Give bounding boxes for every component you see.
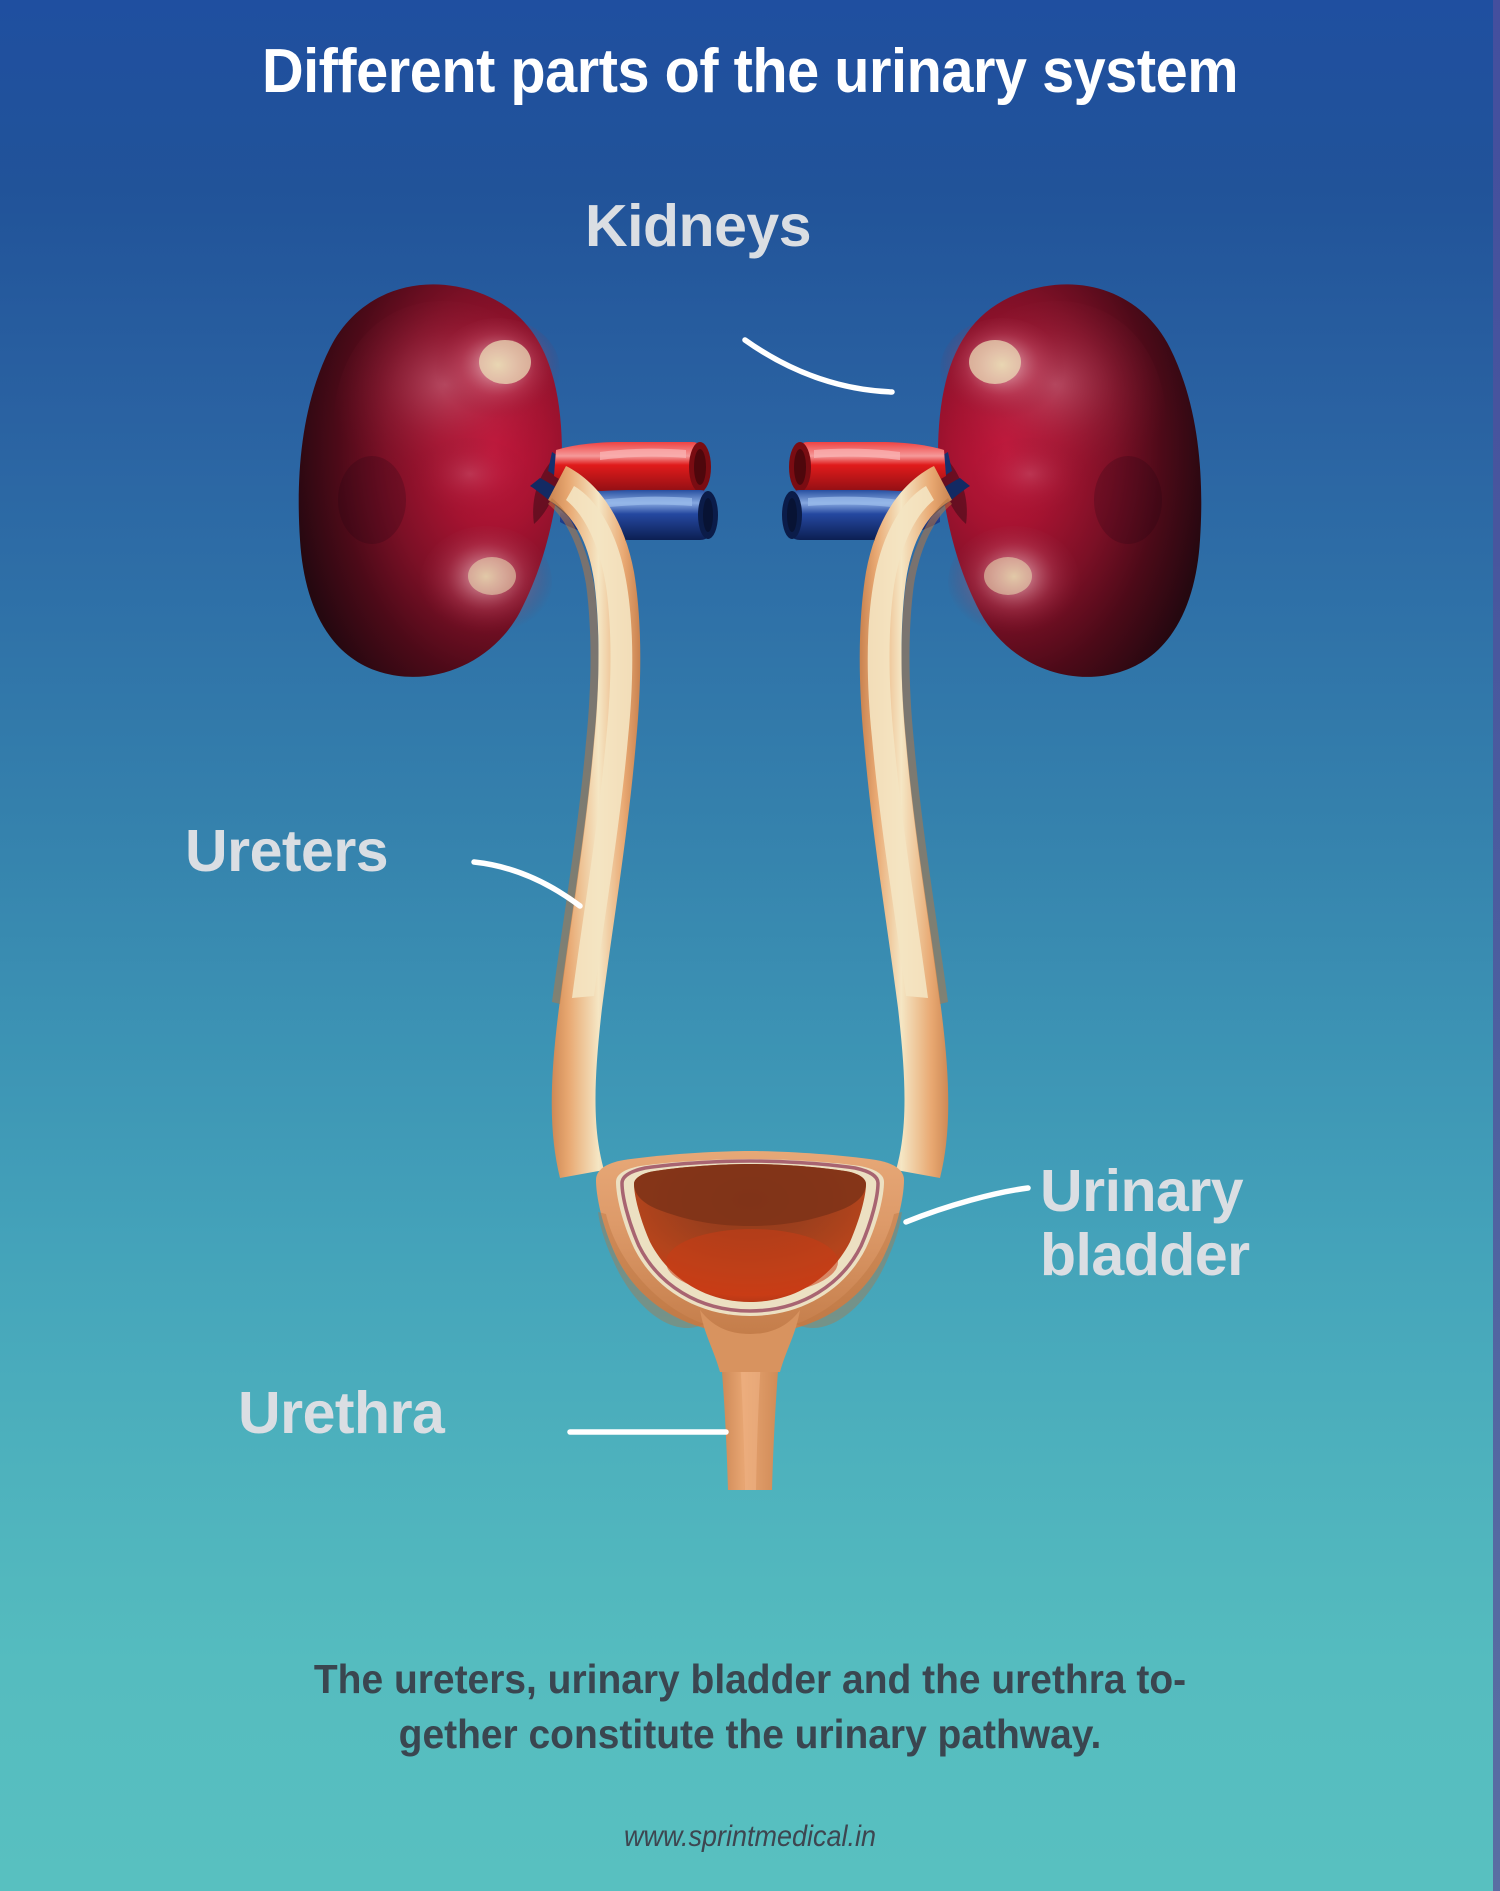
left-renal-vessels bbox=[530, 442, 718, 550]
right-renal-vessels bbox=[782, 442, 970, 550]
urethra bbox=[716, 1310, 784, 1490]
label-urinary-bladder: Urinary bladder bbox=[1040, 1158, 1250, 1288]
website-credit: www.sprintmedical.in bbox=[623, 1820, 877, 1853]
page-title: Different parts of the urinary system bbox=[261, 37, 1239, 106]
urinary-bladder bbox=[596, 1151, 904, 1372]
label-urethra: Urethra bbox=[238, 1380, 445, 1446]
left-kidney bbox=[298, 284, 562, 677]
right-renal-artery bbox=[789, 442, 946, 492]
left-renal-vein bbox=[560, 490, 718, 540]
bladder-leader-line bbox=[903, 1185, 1031, 1225]
caption-text: The ureters, urinary bladder and the ure… bbox=[313, 1656, 1187, 1757]
left-renal-artery bbox=[554, 442, 711, 492]
label-kidneys: Kidneys bbox=[585, 193, 812, 259]
right-renal-vein bbox=[782, 490, 940, 540]
label-ureters: Ureters bbox=[185, 818, 389, 884]
kidneys-leader-line bbox=[742, 337, 895, 395]
left-renal-pelvis-and-ureter bbox=[548, 466, 641, 1178]
right-kidney bbox=[938, 284, 1202, 677]
right-renal-pelvis-and-ureter bbox=[859, 466, 952, 1178]
ureters-leader-line bbox=[471, 859, 583, 909]
